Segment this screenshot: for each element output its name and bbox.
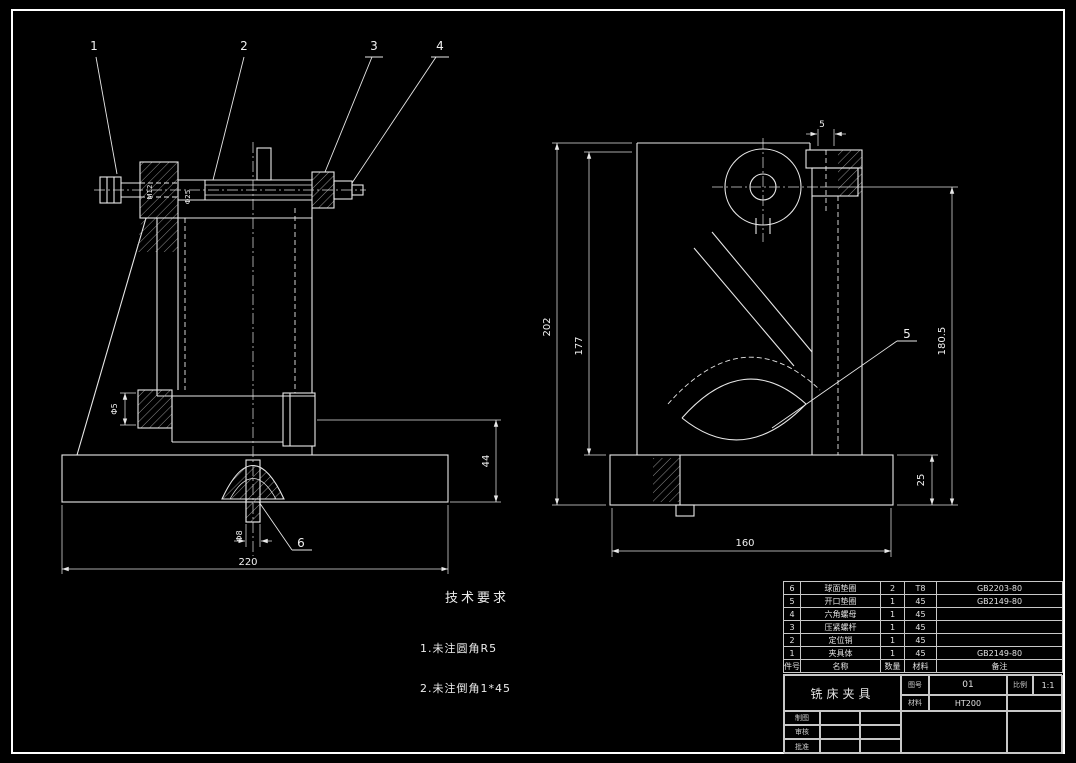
signature-label: 批准	[784, 739, 820, 754]
signature-label: 审核	[784, 725, 820, 739]
bom-cell-name: 夹具体	[800, 646, 881, 660]
callout-leader-5	[771, 340, 917, 429]
bom-cell-name: 开口垫圈	[800, 594, 881, 608]
title-label-scale: 比例	[1007, 675, 1033, 695]
bom-cell-note	[936, 607, 1063, 621]
signature-cell	[820, 711, 860, 725]
bom-cell-qty: 1	[880, 607, 905, 621]
title-drawing-no: 01	[929, 675, 1007, 695]
dim-m12: M12	[146, 185, 154, 200]
title-label-material: 材料	[901, 695, 929, 711]
bom-cell-qty: 1	[880, 646, 905, 660]
bom-row: 3 压紧螺杆 1 45	[783, 620, 1063, 634]
bom-row: 6 球面垫圈 2 T8 GB2203-80	[783, 581, 1063, 595]
sheet-border	[11, 9, 1065, 754]
front-view-dimensions	[61, 392, 501, 574]
dim-body-height: 177	[574, 336, 585, 355]
callout-4: 4	[436, 39, 444, 53]
callout-5: 5	[903, 327, 911, 341]
tech-requirements: 技术要求 1.未注圆角R5 2.未注倒角1*45	[420, 587, 660, 696]
tech-requirement-item: 2.未注倒角1*45	[420, 682, 511, 695]
dim-step-height: 44	[481, 455, 492, 468]
bom-cell-name: 压紧螺杆	[800, 620, 881, 634]
title-cell-empty	[1007, 695, 1063, 711]
callout-2: 2	[240, 39, 248, 53]
signature-cell	[820, 725, 860, 739]
title-cell-empty	[1007, 711, 1063, 754]
dim-phi5: Φ5	[110, 403, 119, 414]
bom-cell-note: GB2203-80	[936, 581, 1063, 595]
bom-cell-no: 4	[783, 607, 801, 621]
dim-total-height: 202	[542, 317, 553, 336]
bom-cell-qty: 1	[880, 594, 905, 608]
bom-cell-mat: 45	[904, 633, 937, 647]
side-view-centerlines	[712, 138, 820, 242]
bom-header-no: 件号	[783, 659, 801, 673]
dim-phi8: Φ8	[235, 530, 244, 541]
title-cell-empty	[901, 711, 1007, 754]
bom-cell-name: 定位销	[800, 633, 881, 647]
bom-cell-no: 6	[783, 581, 801, 595]
bom-header-qty: 数量	[880, 659, 905, 673]
bom-cell-no: 5	[783, 594, 801, 608]
bom-header-note: 备注	[936, 659, 1063, 673]
callout-1: 1	[90, 39, 98, 53]
bom-row: 4 六角螺母 1 45	[783, 607, 1063, 621]
callout-leaders-front	[95, 56, 449, 551]
tech-requirement-item: 1.未注圆角R5	[420, 642, 498, 655]
bom-cell-name: 球面垫圈	[800, 581, 881, 595]
bom-cell-note: GB2149-80	[936, 594, 1063, 608]
signature-cell	[860, 725, 901, 739]
title-label-drawing-no: 图号	[901, 675, 929, 695]
dim-center-height: 180.5	[937, 327, 948, 356]
bom-cell-no: 1	[783, 646, 801, 660]
bom-header-name: 名称	[800, 659, 881, 673]
dim-base-height-side: 25	[916, 474, 927, 487]
bom-cell-no: 2	[783, 633, 801, 647]
front-view-geometry	[61, 147, 449, 523]
title-material: HT200	[929, 695, 1007, 711]
bom-cell-mat: 45	[904, 620, 937, 634]
bom-cell-mat: T8	[904, 581, 937, 595]
bom-cell-mat: 45	[904, 646, 937, 660]
dim-base-width-side: 160	[735, 538, 754, 549]
bom-header-mat: 材料	[904, 659, 937, 673]
side-view-geometry	[609, 142, 894, 517]
side-view-dimensions	[552, 129, 958, 557]
bom-cell-mat: 45	[904, 607, 937, 621]
bom-cell-note	[936, 633, 1063, 647]
dim-phi25: Φ25	[184, 190, 192, 204]
bom-cell-qty: 1	[880, 620, 905, 634]
signature-cell	[820, 739, 860, 754]
bom-row: 2 定位销 1 45	[783, 633, 1063, 647]
bom-cell-qty: 1	[880, 633, 905, 647]
callout-6: 6	[297, 536, 305, 550]
title-part-name: 铣床夹具	[784, 675, 901, 711]
bom-cell-note	[936, 620, 1063, 634]
bom-cell-note: GB2149-80	[936, 646, 1063, 660]
bom-cell-qty: 2	[880, 581, 905, 595]
signature-cell	[860, 711, 901, 725]
front-view-centerlines	[94, 142, 366, 556]
bom-cell-mat: 45	[904, 594, 937, 608]
title-block: 铣床夹具 图号 01 比例 1:1 材料 HT200 制图 审核 批准	[783, 674, 1063, 754]
dim-clamp-width: 5	[819, 120, 825, 130]
dim-base-width-front: 220	[238, 557, 257, 568]
bom-header-row: 件号 名称 数量 材料 备注	[783, 659, 1063, 673]
signature-cell	[860, 739, 901, 754]
bom-cell-name: 六角螺母	[800, 607, 881, 621]
bom-row: 5 开口垫圈 1 45 GB2149-80	[783, 594, 1063, 608]
callout-3: 3	[370, 39, 378, 53]
title-scale: 1:1	[1033, 675, 1063, 695]
tech-requirements-title: 技术要求	[445, 591, 510, 606]
bom-table: 6 球面垫圈 2 T8 GB2203-80 5 开口垫圈 1 45 GB2149…	[783, 581, 1063, 673]
bom-cell-no: 3	[783, 620, 801, 634]
signature-label: 制图	[784, 711, 820, 725]
bom-row: 1 夹具体 1 45 GB2149-80	[783, 646, 1063, 660]
